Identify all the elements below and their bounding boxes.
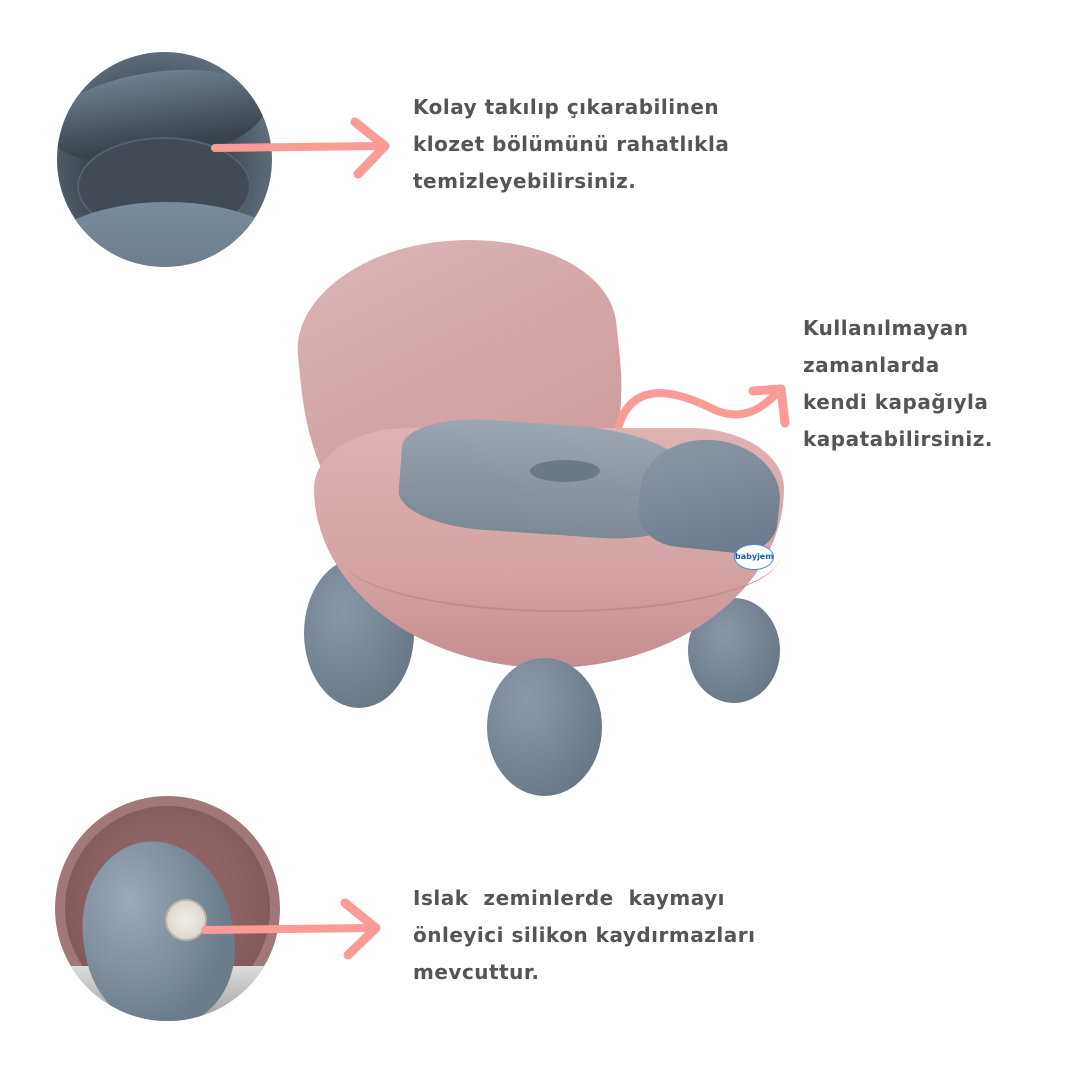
caption-line: klozet bölümünü rahatlıkla — [413, 132, 730, 156]
antislip-detail-image — [55, 796, 280, 1021]
caption-line: Kullanılmayan — [803, 316, 969, 340]
arrow-right-icon — [201, 898, 381, 960]
brand-logo: babyjem — [734, 544, 774, 570]
potty-lid-handle — [530, 460, 600, 482]
potty-product-image: babyjem — [287, 224, 800, 798]
bowl-outer-wall — [57, 202, 272, 267]
caption-line: zamanlarda — [803, 353, 940, 377]
caption-line: Kolay takılıp çıkarabilinen — [413, 95, 720, 119]
caption-anti-slip: Islak zeminlerde kaymayı önleyici siliko… — [413, 880, 755, 991]
wavy-arrow-icon — [615, 384, 790, 429]
caption-line: Islak zeminlerde kaymayı — [413, 886, 725, 910]
silicone-pad — [165, 899, 207, 941]
caption-lid: Kullanılmayan zamanlarda kendi kapağıyla… — [803, 310, 993, 458]
arrow-right-icon — [211, 117, 390, 179]
caption-line: önleyici silikon kaydırmazları — [413, 923, 756, 947]
caption-line: mevcuttur. — [413, 960, 540, 984]
caption-line: temizleyebilirsiniz. — [413, 169, 637, 193]
potty-leg — [487, 658, 602, 796]
potty-seam — [340, 500, 780, 612]
bowl-detail-image — [57, 52, 272, 267]
caption-line: kapatabilirsiniz. — [803, 427, 994, 451]
caption-removable-bowl: Kolay takılıp çıkarabilinen klozet bölüm… — [413, 89, 729, 200]
caption-line: kendi kapağıyla — [803, 390, 989, 414]
